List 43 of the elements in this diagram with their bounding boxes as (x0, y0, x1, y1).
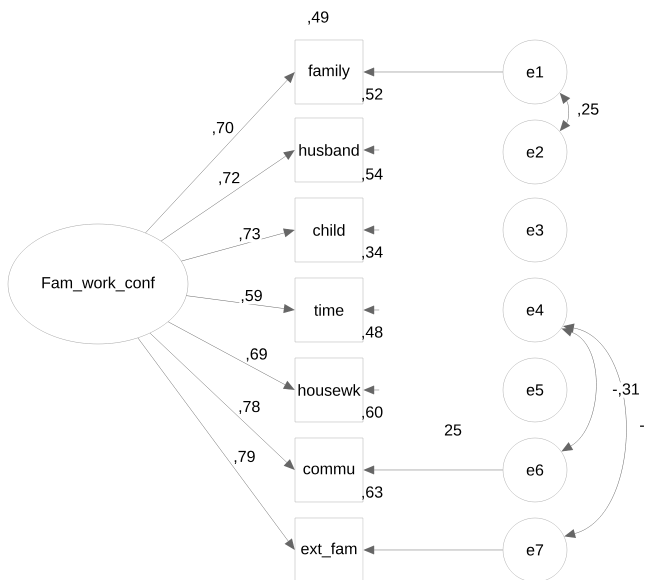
variable-box: ext_fam (294, 518, 364, 580)
value-label: ,60 (362, 406, 382, 420)
arrow (364, 466, 504, 474)
edge-label: ,73 (240, 228, 260, 242)
variable-box: housewk (294, 358, 364, 422)
edge-label: - (640, 426, 644, 427)
arrow (150, 332, 295, 470)
edge-label: ,72 (219, 172, 240, 186)
variable-box: husband (294, 118, 364, 182)
arrow (562, 328, 597, 452)
variable-box: family (294, 40, 364, 104)
arrow (364, 386, 380, 394)
arrow (364, 306, 380, 314)
arrow (563, 324, 627, 538)
arrow (181, 228, 294, 262)
value-label: ,63 (362, 486, 382, 500)
arrow (138, 338, 295, 550)
value-label: ,49 (308, 11, 328, 25)
ellipse-node: Fam_work_conf (8, 224, 188, 344)
arrow (560, 92, 570, 132)
arrow (168, 322, 294, 390)
value-label: ,52 (362, 88, 382, 102)
arrow (364, 68, 504, 76)
value-label: ,48 (362, 326, 382, 340)
value-label: 25 (444, 424, 462, 436)
edge-label: ,69 (246, 348, 267, 362)
edge-label: ,79 (234, 450, 255, 464)
arrow (364, 546, 504, 554)
value-label: ,54 (362, 168, 383, 182)
arrow (145, 72, 295, 234)
edge-label: ,25 (578, 103, 598, 117)
arrow (186, 295, 294, 313)
edge-label: ,78 (240, 400, 260, 414)
value-label: ,34 (362, 246, 383, 260)
arrow (160, 150, 294, 242)
variable-box: commu (294, 438, 364, 502)
edge-label: -,31 (612, 383, 639, 397)
edge-label: ,59 (242, 290, 262, 304)
arrow (364, 146, 380, 154)
arrow (364, 226, 380, 234)
variable-box: child (294, 198, 364, 262)
variable-box: time (294, 278, 364, 342)
edge-label: ,70 (213, 122, 234, 136)
